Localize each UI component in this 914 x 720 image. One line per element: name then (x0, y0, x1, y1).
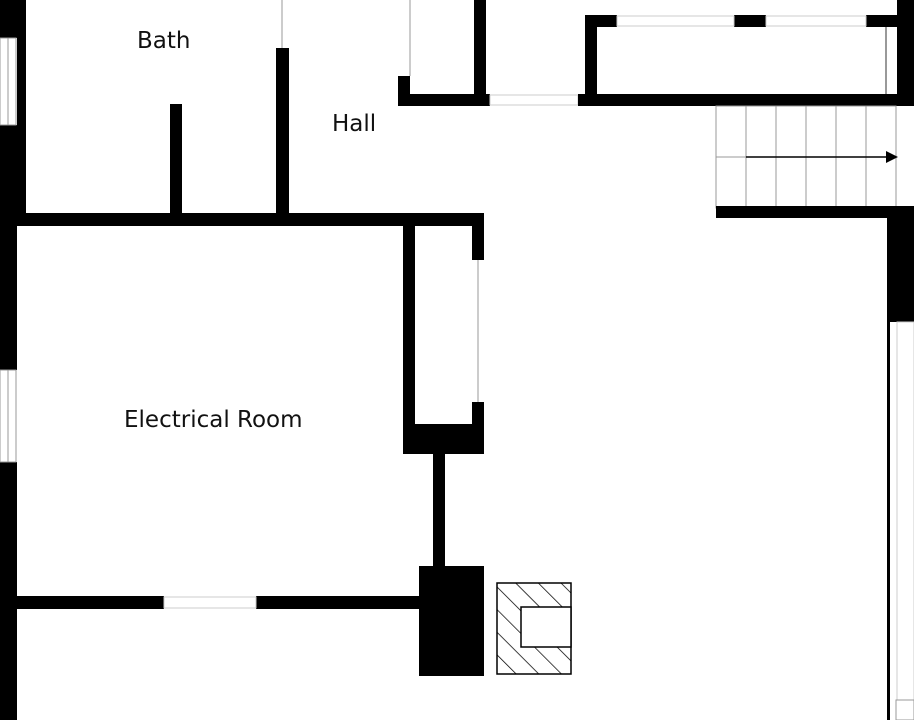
hall-closet-walls (398, 0, 490, 106)
top-right-room-walls (578, 0, 914, 106)
electrical-room-top-wall (17, 213, 484, 226)
closet-walls (403, 226, 484, 454)
hall-doorway (489, 94, 579, 106)
room-label-bath: Bath (137, 28, 190, 54)
electrical-room-right-wall (433, 446, 445, 600)
left-window-top (0, 37, 17, 126)
left-exterior-wall (0, 0, 17, 720)
chimney-icon (419, 566, 484, 676)
room-label-electrical-room: Electrical Room (124, 407, 303, 433)
left-window-middle (0, 369, 17, 463)
electrical-room-bottom-wall (17, 596, 436, 609)
fireplace-hatch (496, 582, 572, 675)
bath-walls (17, 0, 289, 215)
arrow-right-icon (746, 151, 898, 163)
stairs-bottom-wall (716, 206, 914, 218)
right-exterior-wall (887, 206, 914, 720)
room-label-hall: Hall (332, 111, 376, 137)
